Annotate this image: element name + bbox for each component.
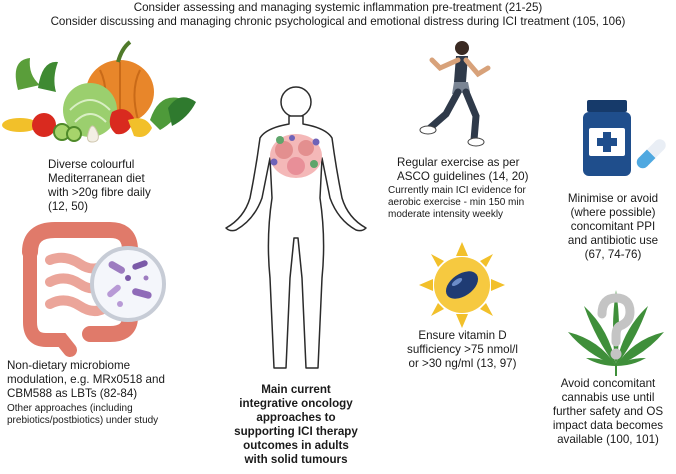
microbiome-lens-icon	[90, 246, 166, 322]
cannabis-text: Avoid concomitant cannabis use until fur…	[552, 377, 664, 446]
diet-text: Diverse colourful Mediterranean diet wit…	[48, 158, 151, 213]
microbiome-subtext: Other approaches (including prebiotics/p…	[7, 403, 159, 426]
exercise-subtext: Currently main ICI evidence for aerobic …	[388, 185, 526, 220]
vitamin-d-sun-icon	[419, 242, 505, 328]
centre-title: Main current integrative oncology approa…	[234, 383, 358, 466]
header-line-2: Consider discussing and managing chronic…	[50, 15, 626, 28]
runner-icon	[419, 41, 491, 147]
medication-bottle-icon	[583, 100, 666, 176]
header-line-1: Consider assessing and managing systemic…	[133, 1, 543, 14]
exercise-text: Regular exercise as per ASCO guidelines …	[397, 156, 529, 183]
medication-text: Minimise or avoid (where possible) conco…	[567, 192, 659, 261]
microbiome-text: Non-dietary microbiome modulation, e.g. …	[7, 359, 165, 400]
intestine-icon	[22, 222, 138, 357]
cannabis-leaf-icon	[568, 290, 664, 376]
human-figure-icon	[225, 86, 367, 369]
vitamin-d-text: Ensure vitamin D sufficiency >75 nmol/l …	[407, 329, 518, 370]
vegetables-icon	[2, 40, 196, 143]
